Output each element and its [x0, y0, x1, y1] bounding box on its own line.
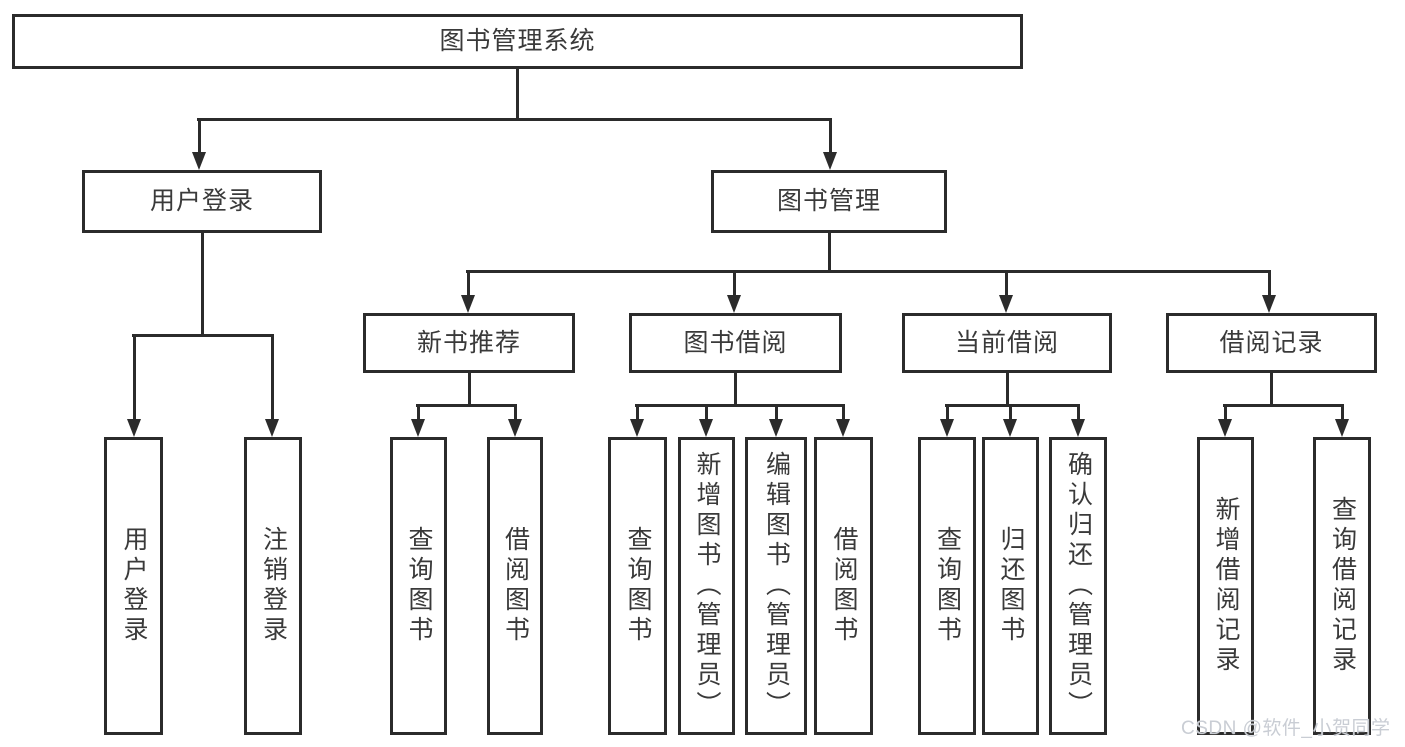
arrowhead-down-icon [699, 419, 713, 437]
node-user-login-leaf: 用户登录 [104, 437, 163, 735]
node-new-book-recommend: 新书推荐 [363, 313, 575, 373]
connector-line-v [775, 405, 778, 421]
connector-line-v [514, 405, 517, 421]
connector-line-v [1341, 405, 1344, 421]
arrowhead-down-icon [1003, 419, 1017, 437]
node-borrow-books-1: 借阅图书 [487, 437, 543, 735]
connector-line-v [1077, 405, 1080, 421]
connector-line-v [468, 373, 471, 407]
arrowhead-down-icon [1071, 419, 1085, 437]
node-confirm-return-admin: 确认归还（管理员） [1049, 437, 1107, 735]
connector-line-h [945, 404, 1080, 407]
node-logout: 注销登录 [244, 437, 302, 735]
connector-line-v [1005, 271, 1008, 296]
node-add-borrow-record: 新增借阅记录 [1197, 437, 1254, 735]
arrowhead-down-icon [1335, 419, 1349, 437]
arrowhead-down-icon [1218, 419, 1232, 437]
arrowhead-down-icon [127, 419, 141, 437]
connector-line-v [1268, 271, 1271, 296]
connector-line-v [636, 405, 639, 421]
arrowhead-down-icon [836, 419, 850, 437]
node-book-borrowing: 图书借阅 [629, 313, 842, 373]
node-book-management: 图书管理 [711, 170, 947, 233]
arrowhead-down-icon [461, 295, 475, 313]
arrowhead-down-icon [265, 419, 279, 437]
node-query-books-1: 查询图书 [390, 437, 447, 735]
connector-line-v [467, 271, 470, 296]
arrowhead-down-icon [769, 419, 783, 437]
connector-line-v [133, 335, 136, 420]
connector-line-v [842, 405, 845, 421]
connector-line-v [733, 271, 736, 296]
node-root: 图书管理系统 [12, 14, 1023, 69]
node-borrow-books-2: 借阅图书 [814, 437, 873, 735]
connector-line-v [201, 233, 204, 337]
connector-line-v [271, 335, 274, 420]
node-add-books-admin: 新增图书（管理员） [678, 437, 735, 735]
arrowhead-down-icon [411, 419, 425, 437]
connector-line-v [1006, 373, 1009, 407]
connector-line-v [1224, 405, 1227, 421]
node-query-books-3: 查询图书 [918, 437, 976, 735]
connector-line-v [1009, 405, 1012, 421]
connector-line-v [829, 119, 832, 153]
arrowhead-down-icon [727, 295, 741, 313]
arrowhead-down-icon [192, 152, 206, 170]
node-borrowing-records: 借阅记录 [1166, 313, 1377, 373]
arrowhead-down-icon [1262, 295, 1276, 313]
node-current-borrowing: 当前借阅 [902, 313, 1112, 373]
connector-line-v [198, 119, 201, 153]
connector-line-h [132, 334, 274, 337]
node-edit-books-admin: 编辑图书（管理员） [745, 437, 807, 735]
connector-line-h [416, 404, 517, 407]
node-user-login: 用户登录 [82, 170, 322, 233]
connector-line-v [417, 405, 420, 421]
connector-line-h [466, 270, 1271, 273]
connector-line-v [734, 373, 737, 407]
node-query-borrow-record: 查询借阅记录 [1313, 437, 1371, 735]
arrowhead-down-icon [940, 419, 954, 437]
arrowhead-down-icon [508, 419, 522, 437]
connector-line-v [516, 68, 519, 121]
connector-line-v [828, 233, 831, 273]
connector-line-h [635, 404, 845, 407]
node-return-books: 归还图书 [982, 437, 1039, 735]
connector-line-h [197, 118, 832, 121]
connector-line-v [1270, 373, 1273, 407]
connector-line-h [1223, 404, 1344, 407]
node-query-books-2: 查询图书 [608, 437, 667, 735]
arrowhead-down-icon [823, 152, 837, 170]
connector-line-v [705, 405, 708, 421]
connector-line-v [946, 405, 949, 421]
arrowhead-down-icon [630, 419, 644, 437]
arrowhead-down-icon [999, 295, 1013, 313]
csdn-watermark: CSDN @软件_小贺同学 [1181, 718, 1391, 739]
